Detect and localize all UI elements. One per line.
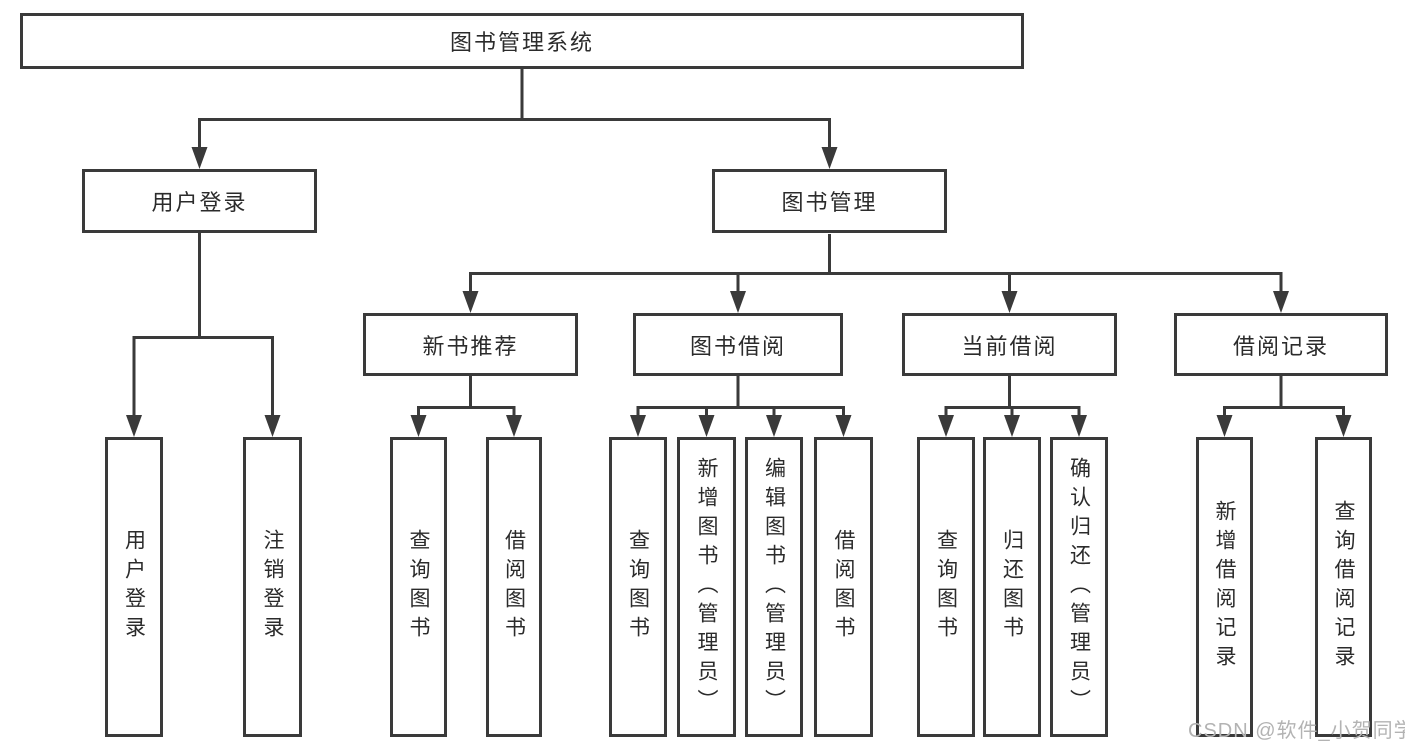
leaf-query-books-borrow: 查询图书 — [609, 437, 667, 737]
leaf-query-books-recommend: 查询图书 — [390, 437, 447, 737]
leaf-edit-book-admin: 编辑图书（管理员） — [745, 437, 803, 737]
node-root-label: 图书管理系统 — [449, 30, 594, 55]
node-root: 图书管理系统 — [20, 13, 1024, 69]
node-current-borrow-label: 当前借阅 — [961, 333, 1058, 359]
leaf-add-borrow-record: 新增借阅记录 — [1196, 437, 1253, 737]
leaf-borrow-books-recommend-label: 借阅图书 — [502, 529, 526, 645]
leaf-confirm-return-admin: 确认归还（管理员） — [1050, 437, 1108, 737]
node-book-borrow: 图书借阅 — [633, 313, 843, 376]
leaf-borrow-books-recommend: 借阅图书 — [486, 437, 542, 737]
node-new-book-recommend: 新书推荐 — [363, 313, 578, 376]
leaf-add-book-admin: 新增图书（管理员） — [677, 437, 736, 737]
leaf-user-login-label: 用户登录 — [122, 529, 146, 645]
leaf-query-books-recommend-label: 查询图书 — [407, 529, 430, 645]
node-user-login: 用户登录 — [82, 169, 317, 233]
leaf-query-books-current-label: 查询图书 — [934, 529, 958, 645]
leaf-query-books-borrow-label: 查询图书 — [626, 529, 650, 645]
node-current-borrow: 当前借阅 — [902, 313, 1117, 376]
node-book-management-label: 图书管理 — [781, 190, 878, 215]
leaf-query-borrow-record: 查询借阅记录 — [1315, 437, 1372, 737]
leaf-return-book-label: 归还图书 — [1000, 529, 1024, 645]
leaf-logout-label: 注销登录 — [261, 529, 284, 645]
node-borrow-records-label: 借阅记录 — [1232, 333, 1329, 359]
leaf-add-book-admin-label: 新增图书（管理员） — [695, 456, 718, 718]
node-borrow-records: 借阅记录 — [1174, 313, 1388, 376]
leaf-logout: 注销登录 — [243, 437, 302, 737]
node-book-borrow-label: 图书借阅 — [689, 333, 786, 359]
leaf-query-books-current: 查询图书 — [917, 437, 975, 737]
leaf-edit-book-admin-label: 编辑图书（管理员） — [762, 456, 786, 718]
node-book-management: 图书管理 — [712, 169, 947, 233]
leaf-borrow-books-borrow-label: 借阅图书 — [832, 529, 855, 645]
node-new-book-recommend-label: 新书推荐 — [422, 333, 519, 359]
leaf-add-borrow-record-label: 新增借阅记录 — [1213, 500, 1236, 674]
leaf-user-login: 用户登录 — [105, 437, 163, 737]
leaf-borrow-books-borrow: 借阅图书 — [814, 437, 873, 737]
watermark: CSDN @软件_小贺同学 — [1188, 720, 1405, 742]
leaf-query-borrow-record-label: 查询借阅记录 — [1332, 500, 1355, 674]
node-user-login-label: 用户登录 — [151, 190, 248, 215]
leaf-confirm-return-admin-label: 确认归还（管理员） — [1067, 456, 1091, 718]
leaf-return-book: 归还图书 — [983, 437, 1041, 737]
